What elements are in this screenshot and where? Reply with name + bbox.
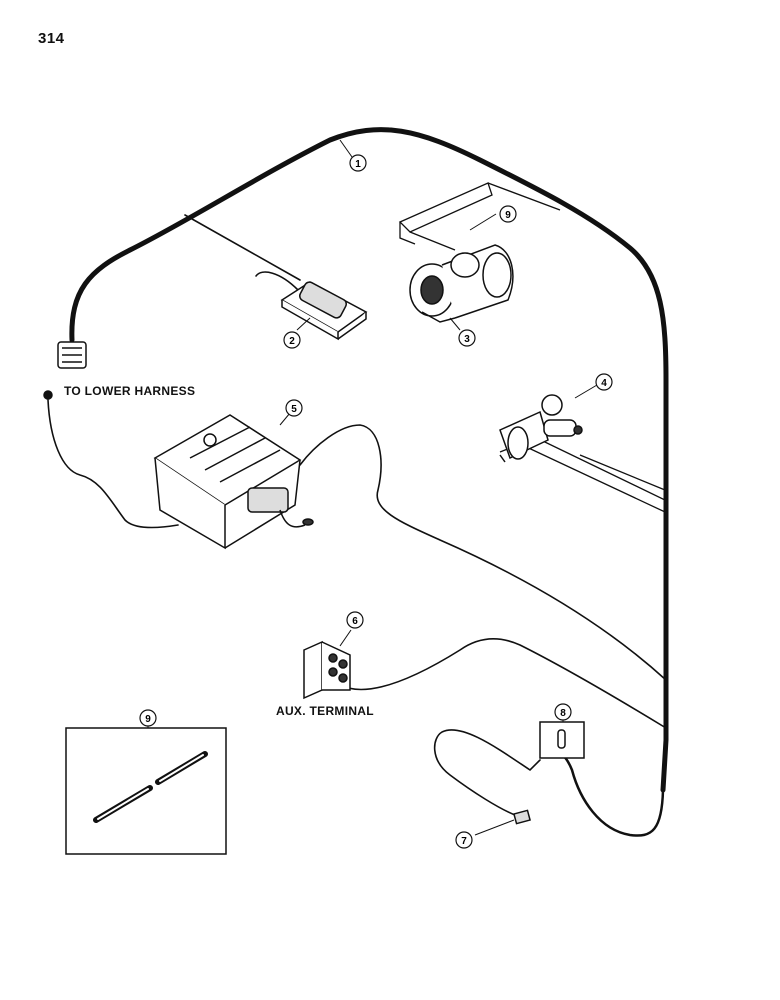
svg-text:8: 8: [560, 708, 566, 719]
callout-4: 4: [595, 373, 613, 391]
wiper-motor: [499, 394, 583, 463]
aux-terminal-block: [303, 640, 351, 700]
page-number: 314: [38, 30, 65, 47]
callout-1: 1: [349, 154, 367, 172]
terminal-connector: [513, 809, 531, 825]
fuse-component: [539, 721, 585, 759]
callout-7: 7: [455, 831, 473, 849]
blower-motor: [409, 244, 514, 323]
svg-text:3: 3: [464, 334, 470, 345]
callout-8: 8: [554, 703, 572, 721]
aux-terminal-label: AUX. TERMINAL: [276, 704, 374, 718]
lower-harness-connector: [43, 330, 87, 400]
main-harness: [69, 127, 669, 837]
svg-text:4: 4: [601, 378, 607, 389]
callout-3: 3: [458, 329, 476, 347]
callout-6: 6: [346, 611, 364, 629]
radio-box: [153, 414, 314, 550]
branch-wires: [47, 214, 667, 818]
cab-frame: [398, 182, 666, 514]
svg-text:6: 6: [352, 616, 358, 627]
callout-5: 5: [285, 399, 303, 417]
inset-box: [65, 727, 227, 855]
module-component: [280, 281, 368, 341]
callout-9-cab: 9: [499, 205, 517, 223]
callout-9-inset: 9: [139, 709, 157, 727]
svg-text:1: 1: [355, 159, 361, 170]
svg-text:2: 2: [289, 336, 295, 347]
svg-text:9: 9: [505, 210, 511, 221]
svg-text:5: 5: [291, 404, 297, 415]
callout-2: 2: [283, 331, 301, 349]
svg-text:7: 7: [461, 836, 467, 847]
svg-text:9: 9: [145, 714, 151, 725]
lower-harness-label: TO LOWER HARNESS: [64, 384, 196, 398]
